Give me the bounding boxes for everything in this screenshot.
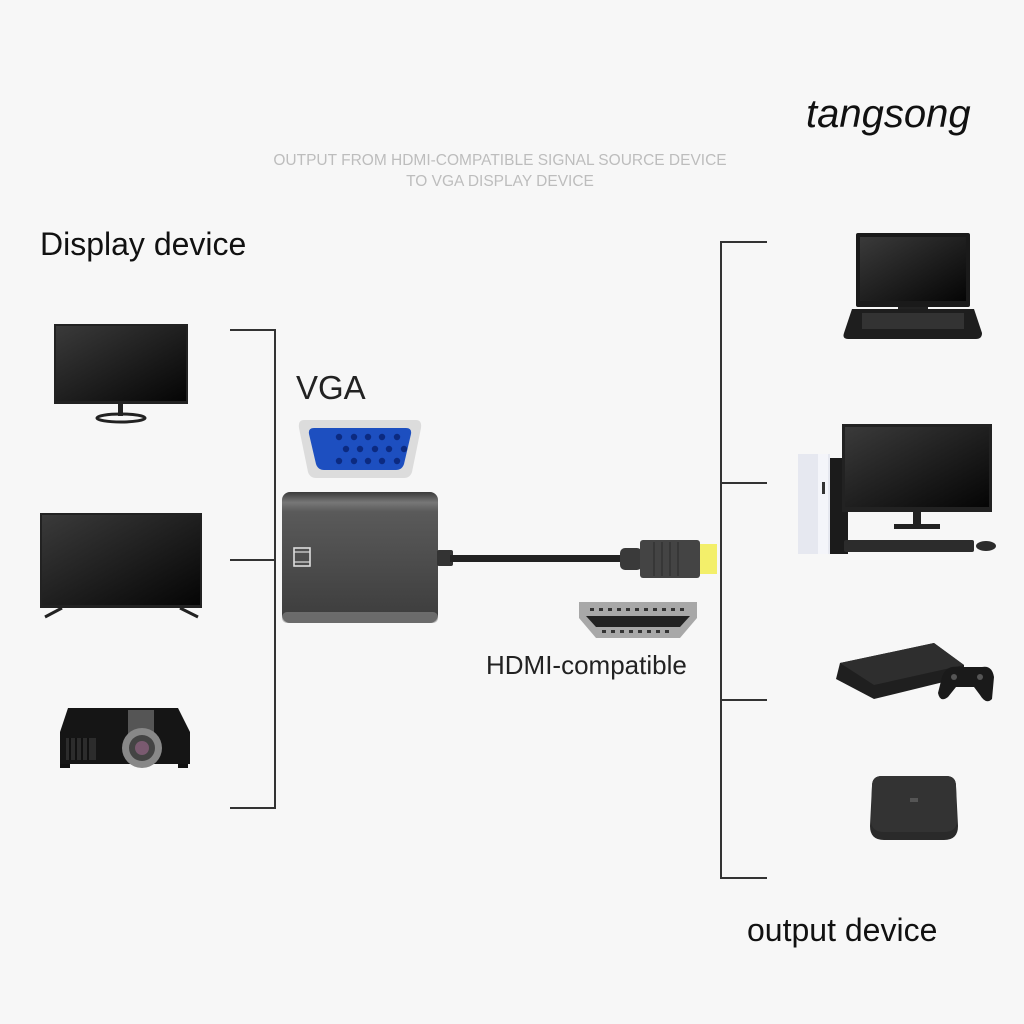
right-bracket-top	[720, 241, 767, 243]
left-bracket-bottom	[230, 807, 276, 809]
cable-strain-relief	[437, 550, 453, 566]
diagram-subtitle: OUTPUT FROM HDMI-COMPATIBLE SIGNAL SOURC…	[200, 150, 800, 192]
subtitle-line-2: TO VGA DISPLAY DEVICE	[406, 173, 594, 190]
left-bracket-vertical	[274, 329, 276, 809]
tv-box-icon	[870, 776, 958, 840]
brand-logo: tangsong	[806, 92, 971, 136]
laptop-icon	[843, 233, 982, 339]
monitor-icon	[54, 324, 188, 424]
output-device-heading: output device	[747, 912, 938, 948]
left-bracket-top	[230, 329, 276, 331]
right-bracket-vertical	[720, 241, 722, 879]
vga-label: VGA	[296, 369, 366, 406]
right-bracket-bottom	[720, 877, 767, 879]
right-bracket-pc	[720, 482, 767, 484]
game-console-icon	[836, 643, 994, 702]
hdmi-port-icon	[579, 602, 697, 638]
desktop-pc-icon	[798, 424, 996, 554]
vga-port-icon	[298, 420, 422, 478]
hdmi-plug-icon	[620, 540, 717, 578]
cable-wire	[450, 555, 628, 562]
left-bracket-middle	[230, 559, 276, 561]
right-bracket-console	[720, 699, 767, 701]
projector-icon	[60, 708, 190, 768]
display-device-heading: Display device	[40, 226, 247, 262]
adapter-body-icon	[282, 492, 438, 623]
subtitle-line-1: OUTPUT FROM HDMI-COMPATIBLE SIGNAL SOURC…	[273, 152, 727, 169]
hdmi-label: HDMI-compatible	[486, 650, 687, 680]
tv-icon	[40, 513, 202, 619]
